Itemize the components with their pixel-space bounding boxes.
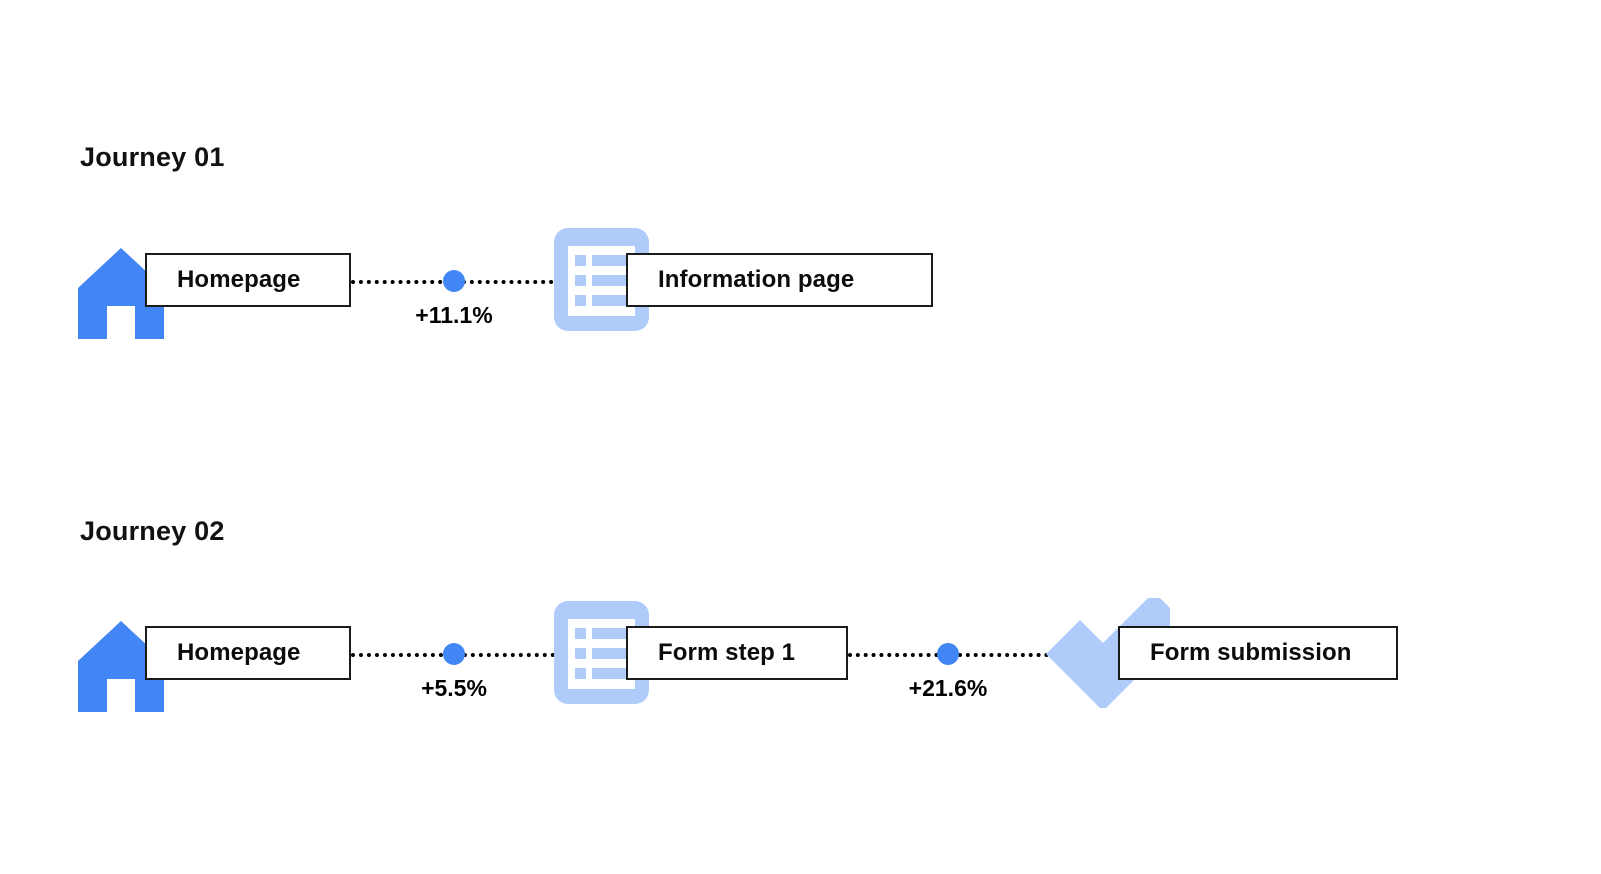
node-box-form-submission[interactable]: Form submission (1118, 626, 1398, 680)
home-icon (78, 248, 164, 339)
node-box-homepage-j1[interactable]: Homepage (145, 253, 351, 307)
journey-02-flow: +5.5% +21.6% (0, 598, 1601, 730)
transition-dot-j1-1 (443, 270, 465, 292)
connector-line-j2-2 (848, 653, 1088, 657)
transition-dot-j2-1 (443, 643, 465, 665)
list-page-icon (554, 601, 649, 704)
list-page-icon (554, 228, 649, 331)
node-label: Homepage (177, 266, 301, 293)
check-icon (1040, 598, 1170, 708)
node-label: Homepage (177, 639, 301, 666)
journey-01-flow: +11.1% Homepage Informati (0, 227, 1601, 357)
node-box-homepage-j2[interactable]: Homepage (145, 626, 351, 680)
node-box-form-step-1[interactable]: Form step 1 (626, 626, 848, 680)
transition-percent-j2-2: +21.6% (908, 675, 988, 701)
node-label: Form submission (1150, 639, 1352, 666)
transition-percent-j2-1: +5.5% (421, 675, 487, 701)
transition-percent-j1-1: +11.1% (415, 302, 493, 328)
node-box-information-page[interactable]: Information page (626, 253, 933, 307)
node-label: Information page (658, 266, 855, 293)
home-icon (78, 621, 164, 712)
transition-dot-j2-2 (937, 643, 959, 665)
journey-02-title: Journey 02 (80, 516, 225, 546)
journey-01-title: Journey 01 (80, 142, 225, 172)
node-label: Form step 1 (658, 639, 796, 666)
connector-line-j1-1 (351, 280, 593, 284)
